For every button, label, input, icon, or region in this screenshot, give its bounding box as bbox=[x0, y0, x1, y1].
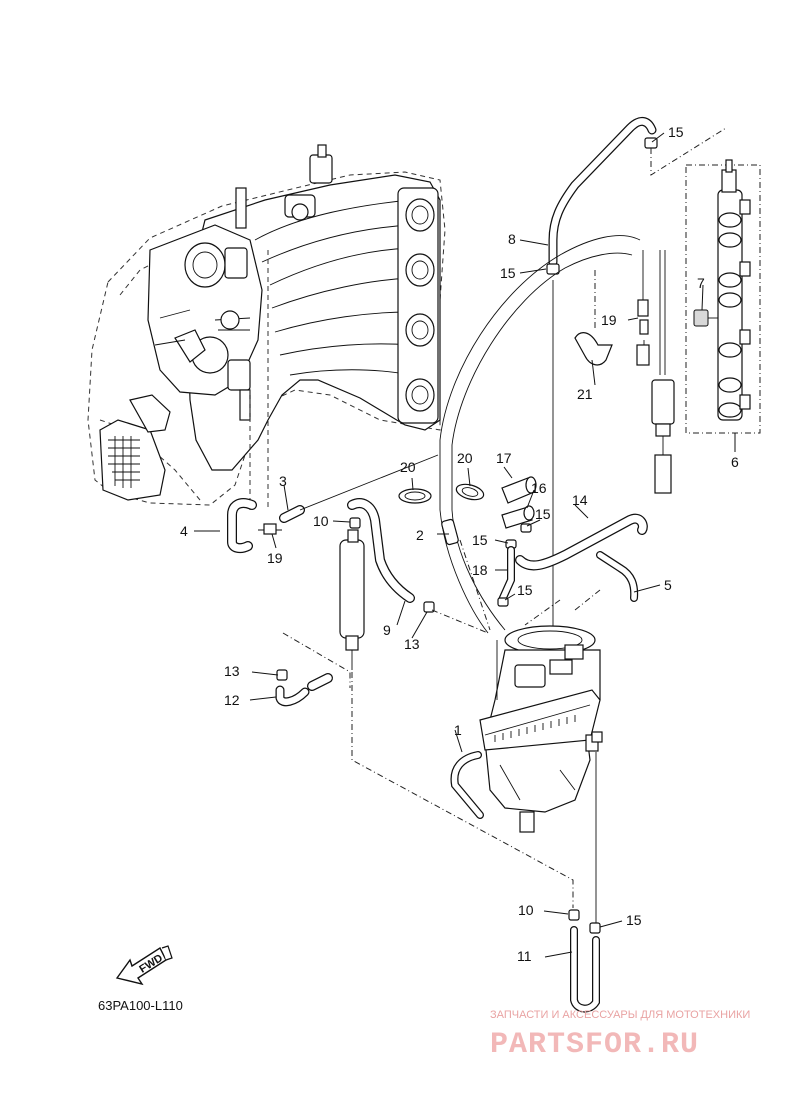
callout-19b: 19 bbox=[267, 550, 283, 566]
vapor-separator bbox=[479, 625, 603, 833]
callout-5: 5 bbox=[664, 577, 672, 593]
hose-4 bbox=[227, 498, 257, 554]
callout-15d: 15 bbox=[472, 532, 488, 548]
hose-3 bbox=[279, 505, 305, 523]
hose-11 bbox=[570, 926, 600, 1013]
hose-5 bbox=[596, 551, 639, 602]
fuel-filter-inline bbox=[651, 250, 675, 494]
callout-15e: 15 bbox=[517, 582, 533, 598]
callout-17: 17 bbox=[496, 450, 512, 466]
callout-16: 16 bbox=[531, 480, 547, 496]
callout-11: 11 bbox=[517, 948, 532, 964]
callout-13a: 13 bbox=[224, 663, 240, 679]
clamp-20a bbox=[398, 488, 432, 504]
watermark: ЗАПЧАСТИ И АКСЕССУАРЫ ДЛЯ МОТОТЕХНИКИ PA… bbox=[490, 1009, 750, 1062]
callout-15c: 15 bbox=[535, 506, 551, 522]
callout-6: 6 bbox=[731, 454, 739, 470]
diagram-code: 63PA100-L110 bbox=[98, 998, 183, 1013]
callout-13b: 13 bbox=[404, 636, 420, 652]
leader-lines bbox=[194, 132, 736, 958]
callout-3: 3 bbox=[279, 473, 287, 489]
hose-18 bbox=[498, 546, 515, 604]
clamp-10-bottom bbox=[568, 909, 580, 921]
callout-15a: 15 bbox=[668, 124, 684, 140]
watermark-tagline: ЗАПЧАСТИ И АКСЕССУАРЫ ДЛЯ МОТОТЕХНИКИ bbox=[490, 1009, 750, 1021]
hose-8 bbox=[548, 117, 657, 267]
clamp-20b bbox=[455, 483, 485, 501]
callout-14: 14 bbox=[572, 492, 588, 508]
grommet-16 bbox=[501, 505, 535, 529]
clamp-15-bottom bbox=[589, 922, 601, 934]
nut-7 bbox=[693, 309, 718, 327]
callout-19a: 19 bbox=[601, 312, 617, 328]
clamp-15-8 bbox=[546, 263, 560, 275]
callout-9: 9 bbox=[383, 622, 391, 638]
callout-10b: 10 bbox=[518, 902, 534, 918]
hose-1 bbox=[450, 751, 484, 819]
callout-4: 4 bbox=[180, 523, 188, 539]
connector-19-upper bbox=[636, 250, 650, 366]
callout-20a: 20 bbox=[400, 459, 416, 475]
hose-12 bbox=[275, 673, 333, 707]
callout-15f: 15 bbox=[626, 912, 642, 928]
callout-15b: 15 bbox=[500, 265, 516, 281]
clamp-10-top bbox=[349, 517, 361, 529]
clamp-13-upper bbox=[423, 601, 435, 613]
connector-19-lower bbox=[258, 523, 282, 535]
bracket-21 bbox=[574, 332, 613, 366]
callout-labels: 1 2 3 4 5 6 7 8 9 10 10 11 12 13 13 14 1… bbox=[180, 124, 739, 964]
clamp-15-16 bbox=[520, 523, 532, 533]
clamp-13-lower bbox=[276, 669, 288, 681]
watermark-brand: PARTSFOR.RU bbox=[490, 1028, 699, 1062]
callout-21: 21 bbox=[577, 386, 593, 402]
intake-manifold-drawing bbox=[87, 144, 446, 510]
callout-12: 12 bbox=[224, 692, 240, 708]
fwd-arrow-icon: FWD bbox=[115, 945, 173, 986]
callout-10a: 10 bbox=[313, 513, 329, 529]
callout-1: 1 bbox=[454, 722, 462, 738]
fuel-rail-6 bbox=[685, 159, 761, 434]
hose-9 bbox=[347, 498, 415, 603]
callout-8: 8 bbox=[508, 231, 516, 247]
hose-2 bbox=[441, 518, 459, 546]
callout-18: 18 bbox=[472, 562, 488, 578]
hose-14 bbox=[515, 513, 648, 571]
callout-20b: 20 bbox=[457, 450, 473, 466]
fuel-cooler-housing bbox=[339, 529, 365, 670]
grommet-17 bbox=[501, 476, 537, 504]
callout-2: 2 bbox=[416, 527, 424, 543]
callout-7: 7 bbox=[697, 275, 705, 291]
